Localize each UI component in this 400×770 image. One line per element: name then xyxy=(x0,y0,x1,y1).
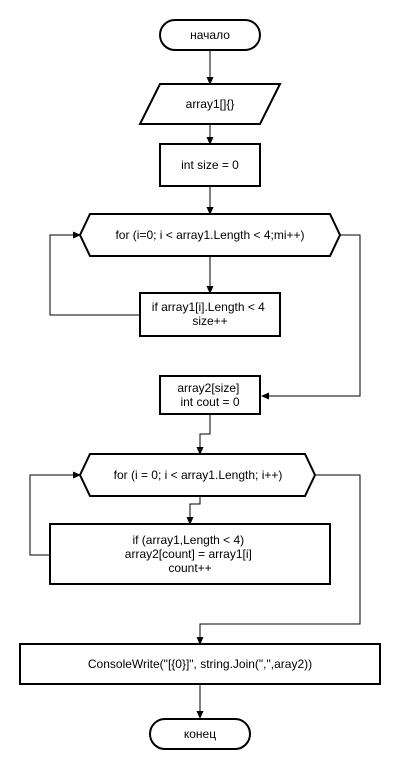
node-start-label: начало xyxy=(190,28,230,42)
node-start: начало xyxy=(159,19,261,51)
node-cond1-line-2: size++ xyxy=(192,314,227,328)
node-cond2-line-3: count++ xyxy=(168,561,211,575)
node-end-line: конец xyxy=(184,727,216,741)
node-loop1: for (i=0; i < array1.Length < 4;mi++) xyxy=(78,213,342,257)
node-loop1-line: for (i=0; i < array1.Length < 4;mi++) xyxy=(115,228,304,242)
node-cond1-line-1: if array1[i].Length < 4 xyxy=(152,300,265,314)
edge-loop2-body xyxy=(186,494,201,525)
edge-cond1-back-to-loop1 xyxy=(49,231,140,316)
node-end: конец xyxy=(149,718,251,750)
node-cond2-line-1: if (array1,Length < 4) xyxy=(132,533,244,547)
node-alloc-line-1: array2[size] xyxy=(177,381,239,395)
node-start-line: начало xyxy=(190,28,230,42)
node-cond2-label: if (array1,Length < 4) array2[count] = a… xyxy=(125,533,255,575)
node-end-label: конец xyxy=(184,727,216,741)
node-output-label: ConsoleWrite("[{0}]", string.Join(",",ar… xyxy=(88,657,312,671)
node-alloc-line-2: int cout = 0 xyxy=(180,395,239,409)
node-output: ConsoleWrite("[{0}]", string.Join(",",ar… xyxy=(19,643,381,685)
node-init-size-line: int size = 0 xyxy=(181,158,239,172)
node-alloc-label: array2[size] int cout = 0 xyxy=(177,381,242,409)
node-cond2: if (array1,Length < 4) array2[count] = a… xyxy=(49,523,331,585)
node-cond2-line-2: array2[count] = array1[i] xyxy=(125,547,252,561)
node-loop2: for (i = 0; i < array1.Length; i++) xyxy=(78,453,317,497)
edge-loop2-exit xyxy=(196,474,361,645)
node-loop1-label: for (i=0; i < array1.Length < 4;mi++) xyxy=(115,228,304,242)
edge-cond2-back-to-loop2 xyxy=(29,471,81,556)
node-cond1: if array1[i].Length < 4 size++ xyxy=(139,292,281,337)
node-input-array-label: array1[]{} xyxy=(186,97,235,111)
node-output-line: ConsoleWrite("[{0}]", string.Join(",",ar… xyxy=(88,657,312,671)
edge-alloc-to-loop2 xyxy=(196,414,211,455)
node-input-array: array1[]{} xyxy=(138,83,282,125)
connectors xyxy=(29,50,361,719)
node-init-size: int size = 0 xyxy=(159,143,261,187)
node-input-array-line: array1[]{} xyxy=(186,97,235,111)
node-loop2-line: for (i = 0; i < array1.Length; i++) xyxy=(114,468,283,482)
edge-loop1-exit xyxy=(261,234,361,400)
node-alloc: array2[size] int cout = 0 xyxy=(159,375,261,415)
node-cond1-label: if array1[i].Length < 4 size++ xyxy=(152,300,268,328)
node-loop2-label: for (i = 0; i < array1.Length; i++) xyxy=(114,468,283,482)
node-init-size-label: int size = 0 xyxy=(181,158,239,172)
